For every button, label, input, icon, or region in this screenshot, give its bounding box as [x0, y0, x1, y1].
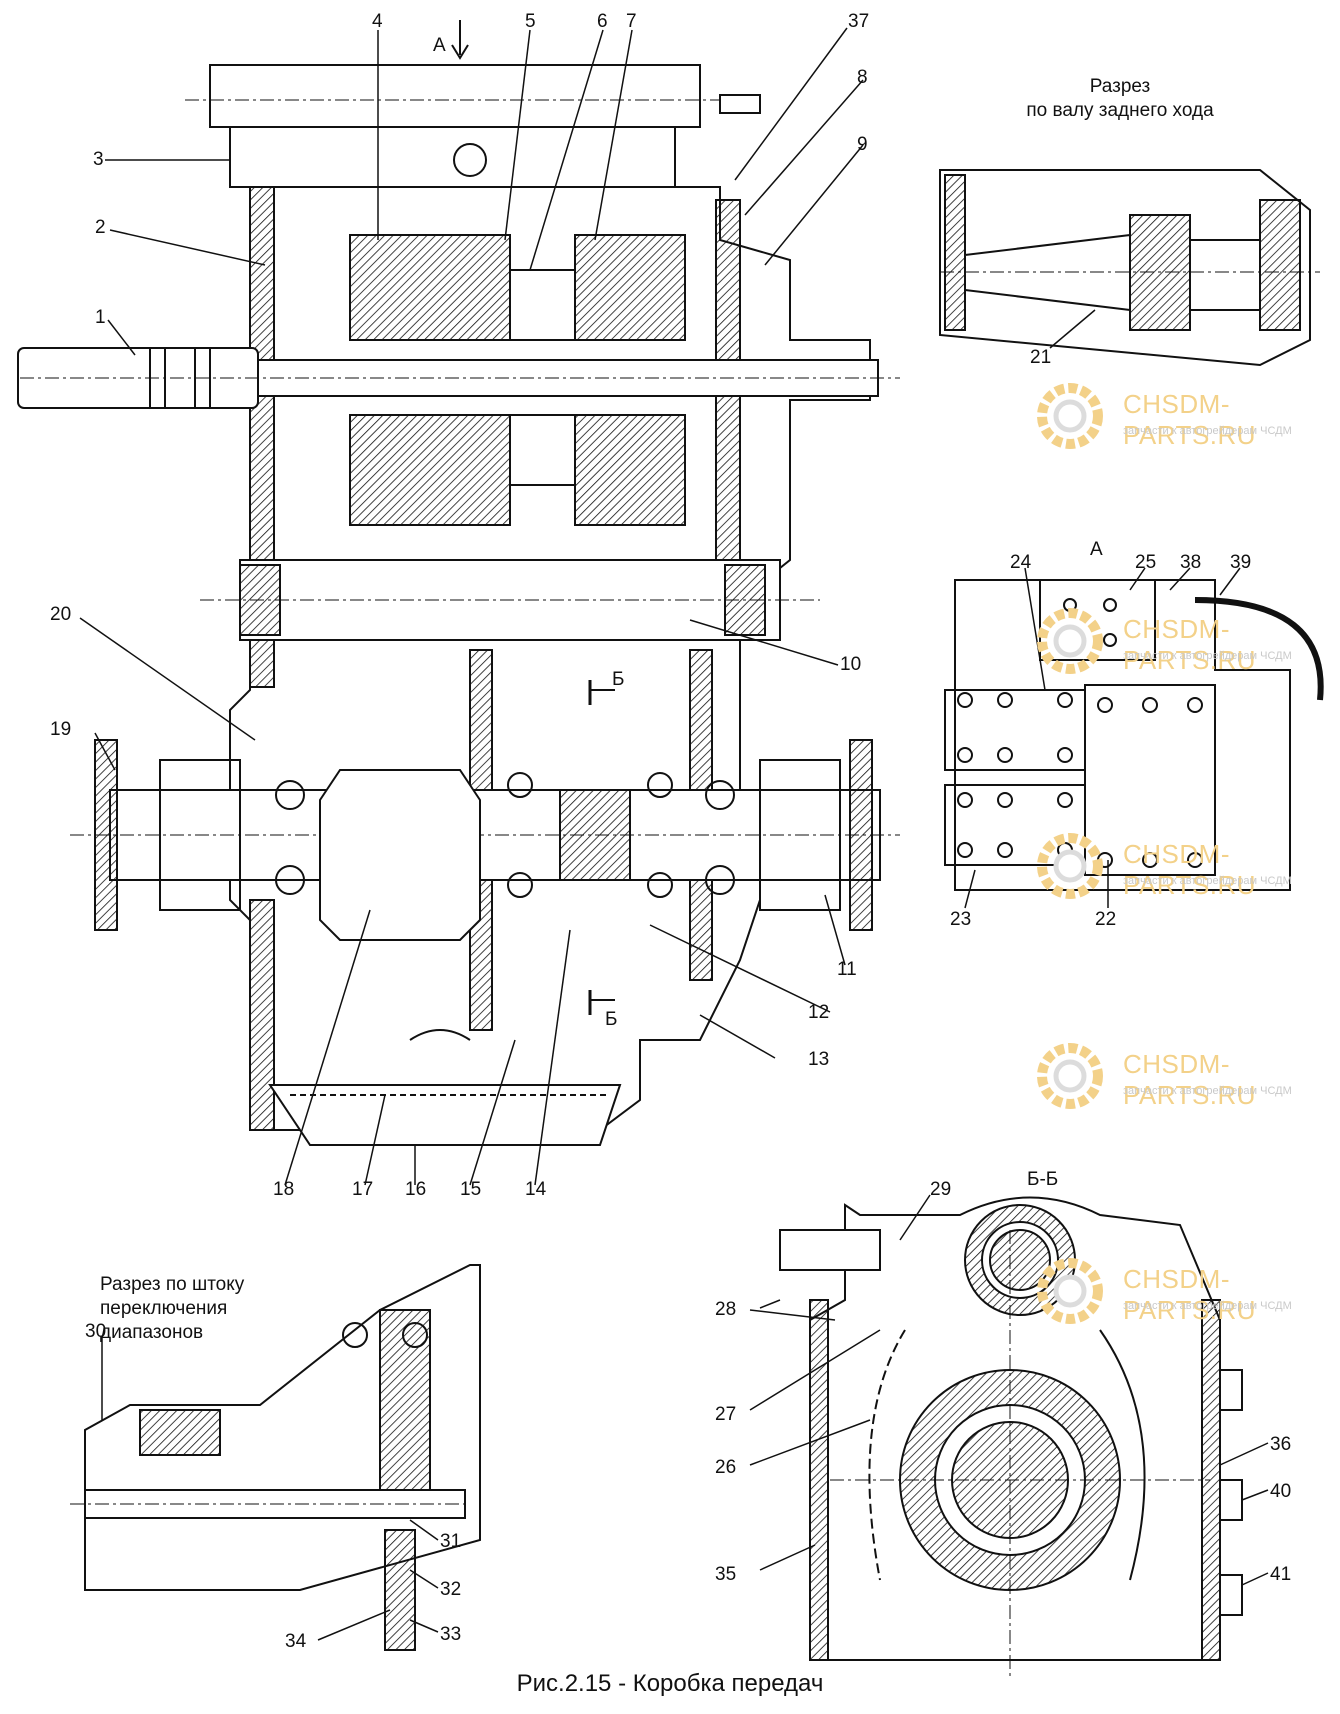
callout-4: 4: [372, 11, 383, 32]
section-bb-title: Б-Б: [1027, 1169, 1059, 1190]
watermark-subtitle: запчасти к автогрейдерам ЧСДМ: [1123, 1085, 1292, 1097]
section-b-marker-lower: Б: [605, 1009, 618, 1030]
callout-31: 31: [440, 1531, 462, 1552]
section-title-reverse-shaft: Разрез по валу заднего хода: [1005, 75, 1235, 123]
callout-30: 30: [85, 1321, 107, 1342]
watermark-brand: CHSDM-PARTS.RU: [1123, 1264, 1257, 1325]
callout-27: 27: [715, 1404, 737, 1425]
callout-18: 18: [273, 1179, 295, 1200]
section-title-reverse-shaft-text: Разрез по валу заднего хода: [1026, 76, 1214, 121]
callout-8: 8: [857, 67, 868, 88]
callout-15: 15: [460, 1179, 482, 1200]
gear-logo-icon: [1037, 608, 1103, 674]
callout-1: 1: [95, 307, 106, 328]
callout-39: 39: [1230, 552, 1252, 573]
gear-logo-icon: [1037, 383, 1103, 449]
section-bb: [779, 1196, 1243, 1680]
callout-2: 2: [95, 217, 106, 238]
callout-38: 38: [1180, 552, 1202, 573]
watermark: CHSDM-PARTS.RU запчасти к автогрейдерам …: [1035, 375, 1335, 465]
watermark: CHSDM-PARTS.RU запчасти к автогрейдерам …: [1035, 1250, 1335, 1340]
callout-21: 21: [1030, 347, 1052, 368]
gearbox-housing: [229, 186, 871, 1131]
reverse-shaft-section: [939, 169, 1320, 367]
callout-41: 41: [1270, 1564, 1292, 1585]
callout-37: 37: [848, 11, 870, 32]
callout-9: 9: [857, 134, 868, 155]
oil-pan: [268, 1084, 622, 1146]
callout-14: 14: [525, 1179, 547, 1200]
callout-40: 40: [1270, 1481, 1292, 1502]
callout-11: 11: [837, 959, 857, 980]
figure-caption: Рис.2.15 - Коробка передач: [516, 1670, 824, 1697]
callout-19: 19: [50, 719, 72, 740]
callout-28: 28: [715, 1299, 737, 1320]
view-a: [944, 579, 1324, 891]
flange-left: [94, 739, 118, 931]
callout-29: 29: [930, 1179, 952, 1200]
callout-35: 35: [715, 1564, 737, 1585]
leader-lines: [79, 20, 1269, 1641]
callout-34: 34: [285, 1631, 307, 1652]
callout-23: 23: [950, 909, 972, 930]
callout-25: 25: [1135, 552, 1157, 573]
watermark-brand: CHSDM-PARTS.RU: [1123, 614, 1257, 675]
view-a-arrow-label: А: [433, 35, 446, 56]
callout-20: 20: [50, 604, 72, 625]
callout-32: 32: [440, 1579, 462, 1600]
view-a-title: А: [1090, 539, 1103, 560]
callout-24: 24: [1010, 552, 1032, 573]
watermark-subtitle: запчасти к автогрейдерам ЧСДМ: [1123, 875, 1292, 887]
callout-5: 5: [525, 11, 536, 32]
watermark-subtitle: запчасти к автогрейдерам ЧСДМ: [1123, 425, 1292, 437]
gear-logo-icon: [1037, 1043, 1103, 1109]
gear-logo-icon: [1037, 833, 1103, 899]
section-title-range-rod: Разрез по штоку переключения диапазонов: [100, 1273, 244, 1345]
callout-3: 3: [93, 149, 104, 170]
callout-13: 13: [808, 1049, 830, 1070]
section-b-marker-upper: Б: [612, 669, 625, 690]
callout-33: 33: [440, 1624, 462, 1645]
section-title-range-rod-text: Разрез по штоку переключения диапазонов: [100, 1274, 245, 1343]
callout-7: 7: [626, 11, 637, 32]
watermark-brand: CHSDM-PARTS.RU: [1123, 389, 1257, 450]
callout-10: 10: [840, 654, 862, 675]
callout-22: 22: [1095, 909, 1117, 930]
watermark-brand: CHSDM-PARTS.RU: [1123, 1049, 1257, 1110]
main-section: [17, 64, 900, 1146]
callout-16: 16: [405, 1179, 427, 1200]
callout-17: 17: [352, 1179, 374, 1200]
gear-logo-icon: [1037, 1258, 1103, 1324]
watermark-brand: CHSDM-PARTS.RU: [1123, 839, 1257, 900]
callout-12: 12: [808, 1002, 830, 1023]
watermark: CHSDM-PARTS.RU запчасти к автогрейдерам …: [1035, 600, 1335, 690]
watermark: CHSDM-PARTS.RU запчасти к автогрейдерам …: [1035, 825, 1335, 915]
watermark: CHSDM-PARTS.RU запчасти к автогрейдерам …: [1035, 1035, 1335, 1125]
control-block: [209, 64, 701, 128]
range-rod-section: [70, 1264, 481, 1651]
callout-26: 26: [715, 1457, 737, 1478]
flange-right: [849, 739, 873, 931]
callout-6: 6: [597, 11, 608, 32]
callout-36: 36: [1270, 1434, 1292, 1455]
watermark-subtitle: запчасти к автогрейдерам ЧСДМ: [1123, 1300, 1292, 1312]
watermark-subtitle: запчасти к автогрейдерам ЧСДМ: [1123, 650, 1292, 662]
